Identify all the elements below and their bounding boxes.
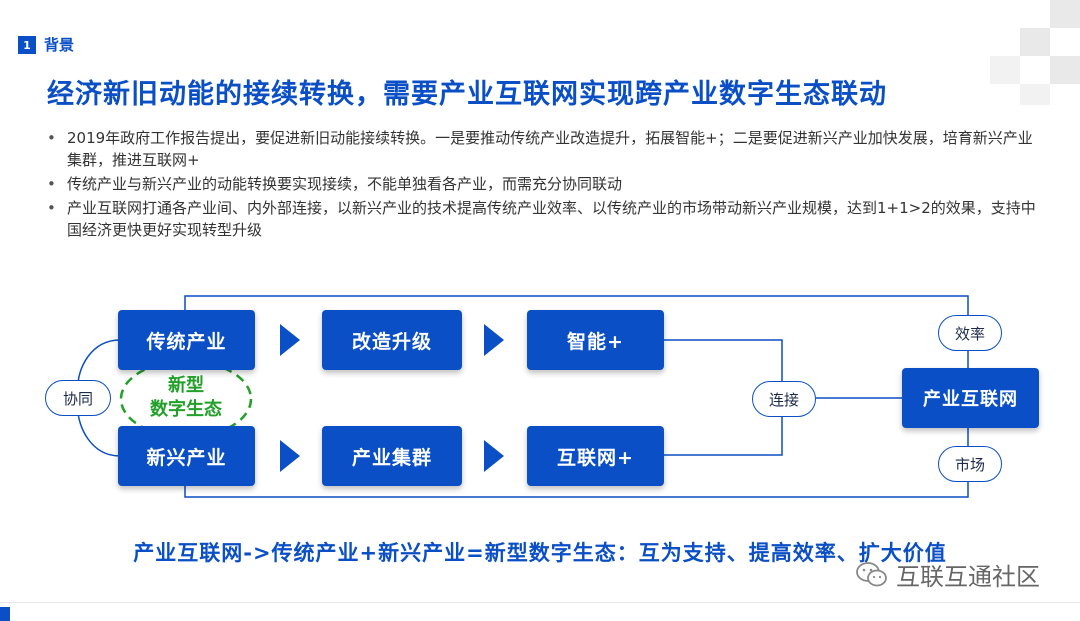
industry-cluster-box: 产业集群: [322, 426, 462, 486]
arrow-right-icon: [280, 324, 300, 356]
bullet-item: •产业互联网打通各产业间、内外部连接，以新兴产业的技术提高传统产业效率、以传统产…: [47, 199, 1036, 239]
watermark: 互联互通社区: [856, 557, 1040, 592]
corner-decoration: [990, 0, 1080, 105]
collaboration-pill: 协同: [45, 380, 111, 416]
smart-plus-box: 智能+: [527, 310, 664, 370]
summary-formula: 产业互联网->传统产业+新兴产业=新型数字生态：互为支持、提高效率、扩大价值: [133, 541, 947, 565]
industry-internet-hub: 产业互联网: [902, 368, 1039, 428]
efficiency-pill: 效率: [938, 315, 1002, 351]
new-ecosystem-label: 新型 数字生态: [150, 375, 222, 420]
emerging-industry-box: 新兴产业: [118, 426, 255, 486]
arrow-right-icon: [484, 440, 504, 472]
footer-divider: [0, 602, 1080, 603]
connection-pill: 连接: [752, 381, 816, 417]
arrow-right-icon: [484, 324, 504, 356]
corner-marker: [0, 607, 10, 621]
bullet-item: •传统产业与新兴产业的动能转换要实现接续，不能单独看各产业，而需充分协同联动: [47, 175, 623, 193]
page-title: 经济新旧动能的接续转换，需要产业互联网实现跨产业数字生态联动: [47, 79, 887, 110]
ecosystem-diagram: 传统产业 改造升级 智能+ 新兴产业 产业集群 互联网+ 新型 数字生态 协同 …: [0, 280, 1080, 520]
upgrade-box: 改造升级: [322, 310, 462, 370]
section-label: 背景: [44, 36, 75, 54]
bullet-list: •2019年政府工作报告提出，要促进新旧动能接续转换。一是要推动传统产业改造提升…: [47, 127, 1047, 243]
market-pill: 市场: [938, 446, 1002, 482]
bullet-item: •2019年政府工作报告提出，要促进新旧动能接续转换。一是要推动传统产业改造提升…: [47, 129, 1033, 169]
section-number: 1: [18, 36, 36, 54]
traditional-industry-box: 传统产业: [118, 310, 255, 370]
arrow-right-icon: [280, 440, 300, 472]
internet-plus-box: 互联网+: [527, 426, 664, 486]
wechat-icon: [856, 561, 887, 586]
